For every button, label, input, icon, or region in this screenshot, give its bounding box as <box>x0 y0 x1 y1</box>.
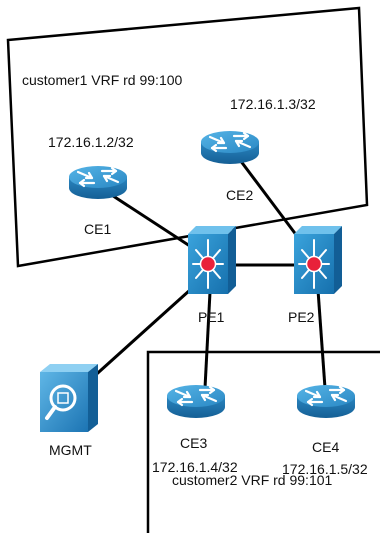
ce4-device[interactable]: CE4 172.16.1.5/32 <box>282 383 368 477</box>
mgmt-device[interactable]: MGMT <box>40 364 98 458</box>
link-pe1-mgmt <box>88 288 192 382</box>
multilayer-switch-icon <box>293 225 343 295</box>
ce3-device[interactable]: CE3 172.16.1.4/32 <box>152 383 238 475</box>
link-pe2-ce4 <box>316 289 327 389</box>
ce2-name: CE2 <box>226 187 253 203</box>
router-icon <box>165 383 227 420</box>
multilayer-switch-icon <box>187 225 237 295</box>
ce4-name: CE4 <box>312 439 339 455</box>
mgmt-name: MGMT <box>49 442 92 458</box>
management-server-icon <box>40 364 98 432</box>
router-icon <box>295 383 357 420</box>
link-pe1-ce3 <box>203 291 212 389</box>
ce3-name: CE3 <box>180 435 207 451</box>
ce1-device[interactable]: 172.16.1.2/32 CE1 <box>48 134 134 237</box>
ce2-ip: 172.16.1.3/32 <box>230 96 316 112</box>
customer1-region-label: customer1 VRF rd 99:100 <box>22 72 183 88</box>
customer1-region: customer1 VRF rd 99:100 <box>6 6 369 268</box>
pe2-device[interactable]: PE2 <box>288 225 343 325</box>
ce3-ip: 172.16.1.4/32 <box>152 459 238 475</box>
ce1-ip: 172.16.1.2/32 <box>48 134 134 150</box>
ce4-ip: 172.16.1.5/32 <box>282 461 368 477</box>
pe1-device[interactable]: PE1 <box>187 225 237 325</box>
router-icon <box>199 129 261 166</box>
ce2-device[interactable]: 172.16.1.3/32 CE2 <box>199 96 316 203</box>
router-icon <box>67 164 129 201</box>
links <box>88 159 327 389</box>
customer2-region: customer2 VRF rd 99:101 <box>146 350 380 533</box>
ce1-name: CE1 <box>84 221 111 237</box>
link-ce1-pe1 <box>103 188 197 252</box>
pe2-name: PE2 <box>288 309 315 325</box>
customer2-region-label: customer2 VRF rd 99:101 <box>172 472 333 488</box>
pe1-name: PE1 <box>198 309 225 325</box>
